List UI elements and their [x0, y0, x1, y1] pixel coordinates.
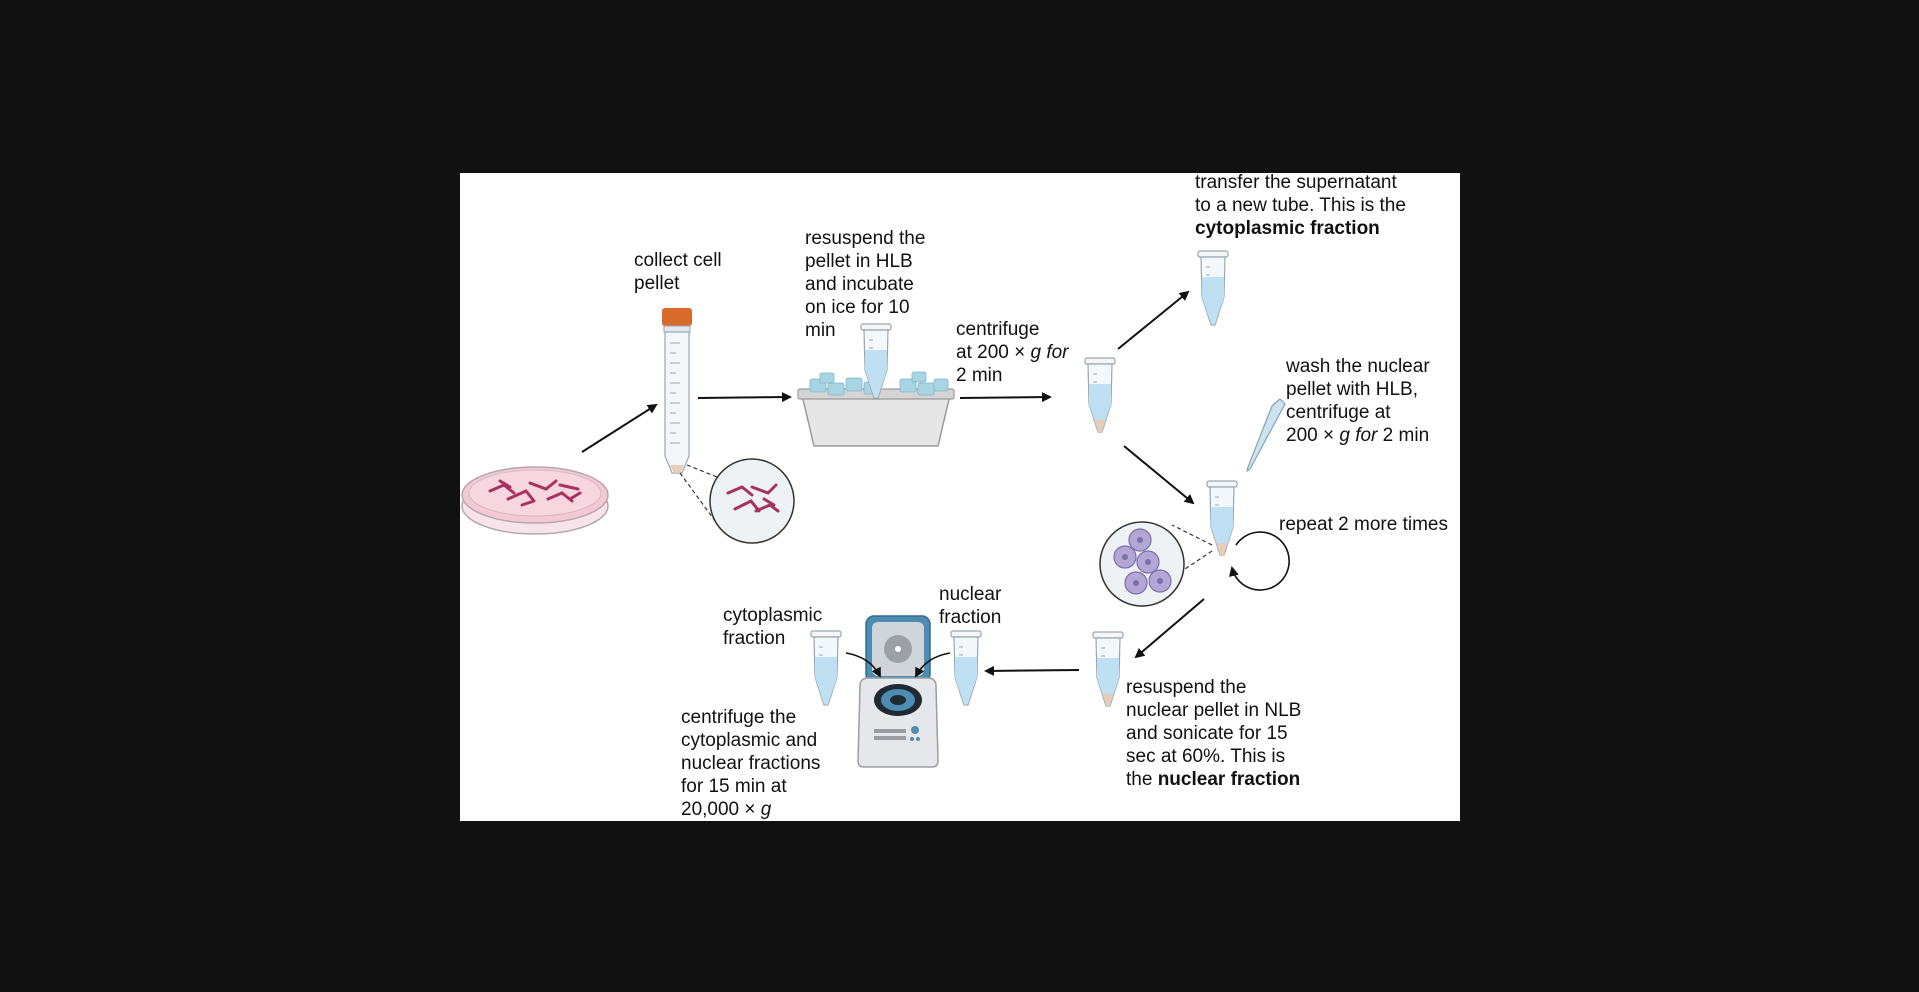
step-resuspend-hlb-label: resuspend the pellet in HLB and incubate…: [805, 228, 926, 341]
step-repeat-label: repeat 2 more times: [1279, 514, 1448, 535]
arrow-to-final: [984, 665, 1080, 676]
arrow-ice-to-centrifuge: [959, 392, 1052, 403]
pipette-icon: [1246, 398, 1286, 473]
arrow-tube-to-ice: [697, 392, 792, 403]
step-wash-label: wash the nuclear pellet with HLB, centri…: [1286, 356, 1430, 446]
conical-tube-icon: [662, 308, 692, 474]
nuclei-magnified-icon: [1099, 521, 1213, 607]
microcentrifuge-icon: [845, 615, 951, 768]
step-centrifuge-label: centrifuge at 200 × g for 2 min: [956, 319, 1069, 386]
nuclear-pellet-tube-icon: [1206, 480, 1238, 556]
arrow-to-supernatant: [1117, 290, 1190, 350]
cells-magnified-icon: [679, 458, 795, 544]
flow-arrows: [581, 290, 1205, 676]
nuclear-fraction-label: nuclear fraction: [939, 584, 1002, 628]
arrow-to-nlb: [1134, 598, 1205, 659]
step-final-centrifuge-label: centrifuge the cytoplasmic and nuclear f…: [681, 707, 821, 820]
step-resuspend-nlb-label: resuspend the nuclear pellet in NLB and …: [1126, 677, 1302, 790]
protocol-diagram: collect cell pellet resuspend the pellet…: [460, 173, 1460, 821]
cytoplasmic-tube-icon: [1197, 250, 1229, 326]
tube-after-centrifuge-icon: [1084, 357, 1116, 433]
arrow-to-nuclear-pellet: [1123, 445, 1195, 505]
ice-bucket-icon: [797, 323, 955, 447]
repeat-loop-icon: [1229, 531, 1290, 591]
arrow-dish-to-tube: [581, 403, 658, 453]
nlb-tube-icon: [1092, 631, 1124, 707]
cytoplasmic-fraction-label: cytoplasmic fraction: [723, 605, 823, 649]
petri-dish-icon: [461, 466, 609, 535]
diagram-artwork: [461, 250, 1290, 768]
nuclear-fraction-tube-icon: [950, 630, 982, 706]
step-transfer-label: transfer the supernatant to a new tube. …: [1195, 173, 1406, 239]
step-collect-label: collect cell pellet: [634, 250, 722, 294]
